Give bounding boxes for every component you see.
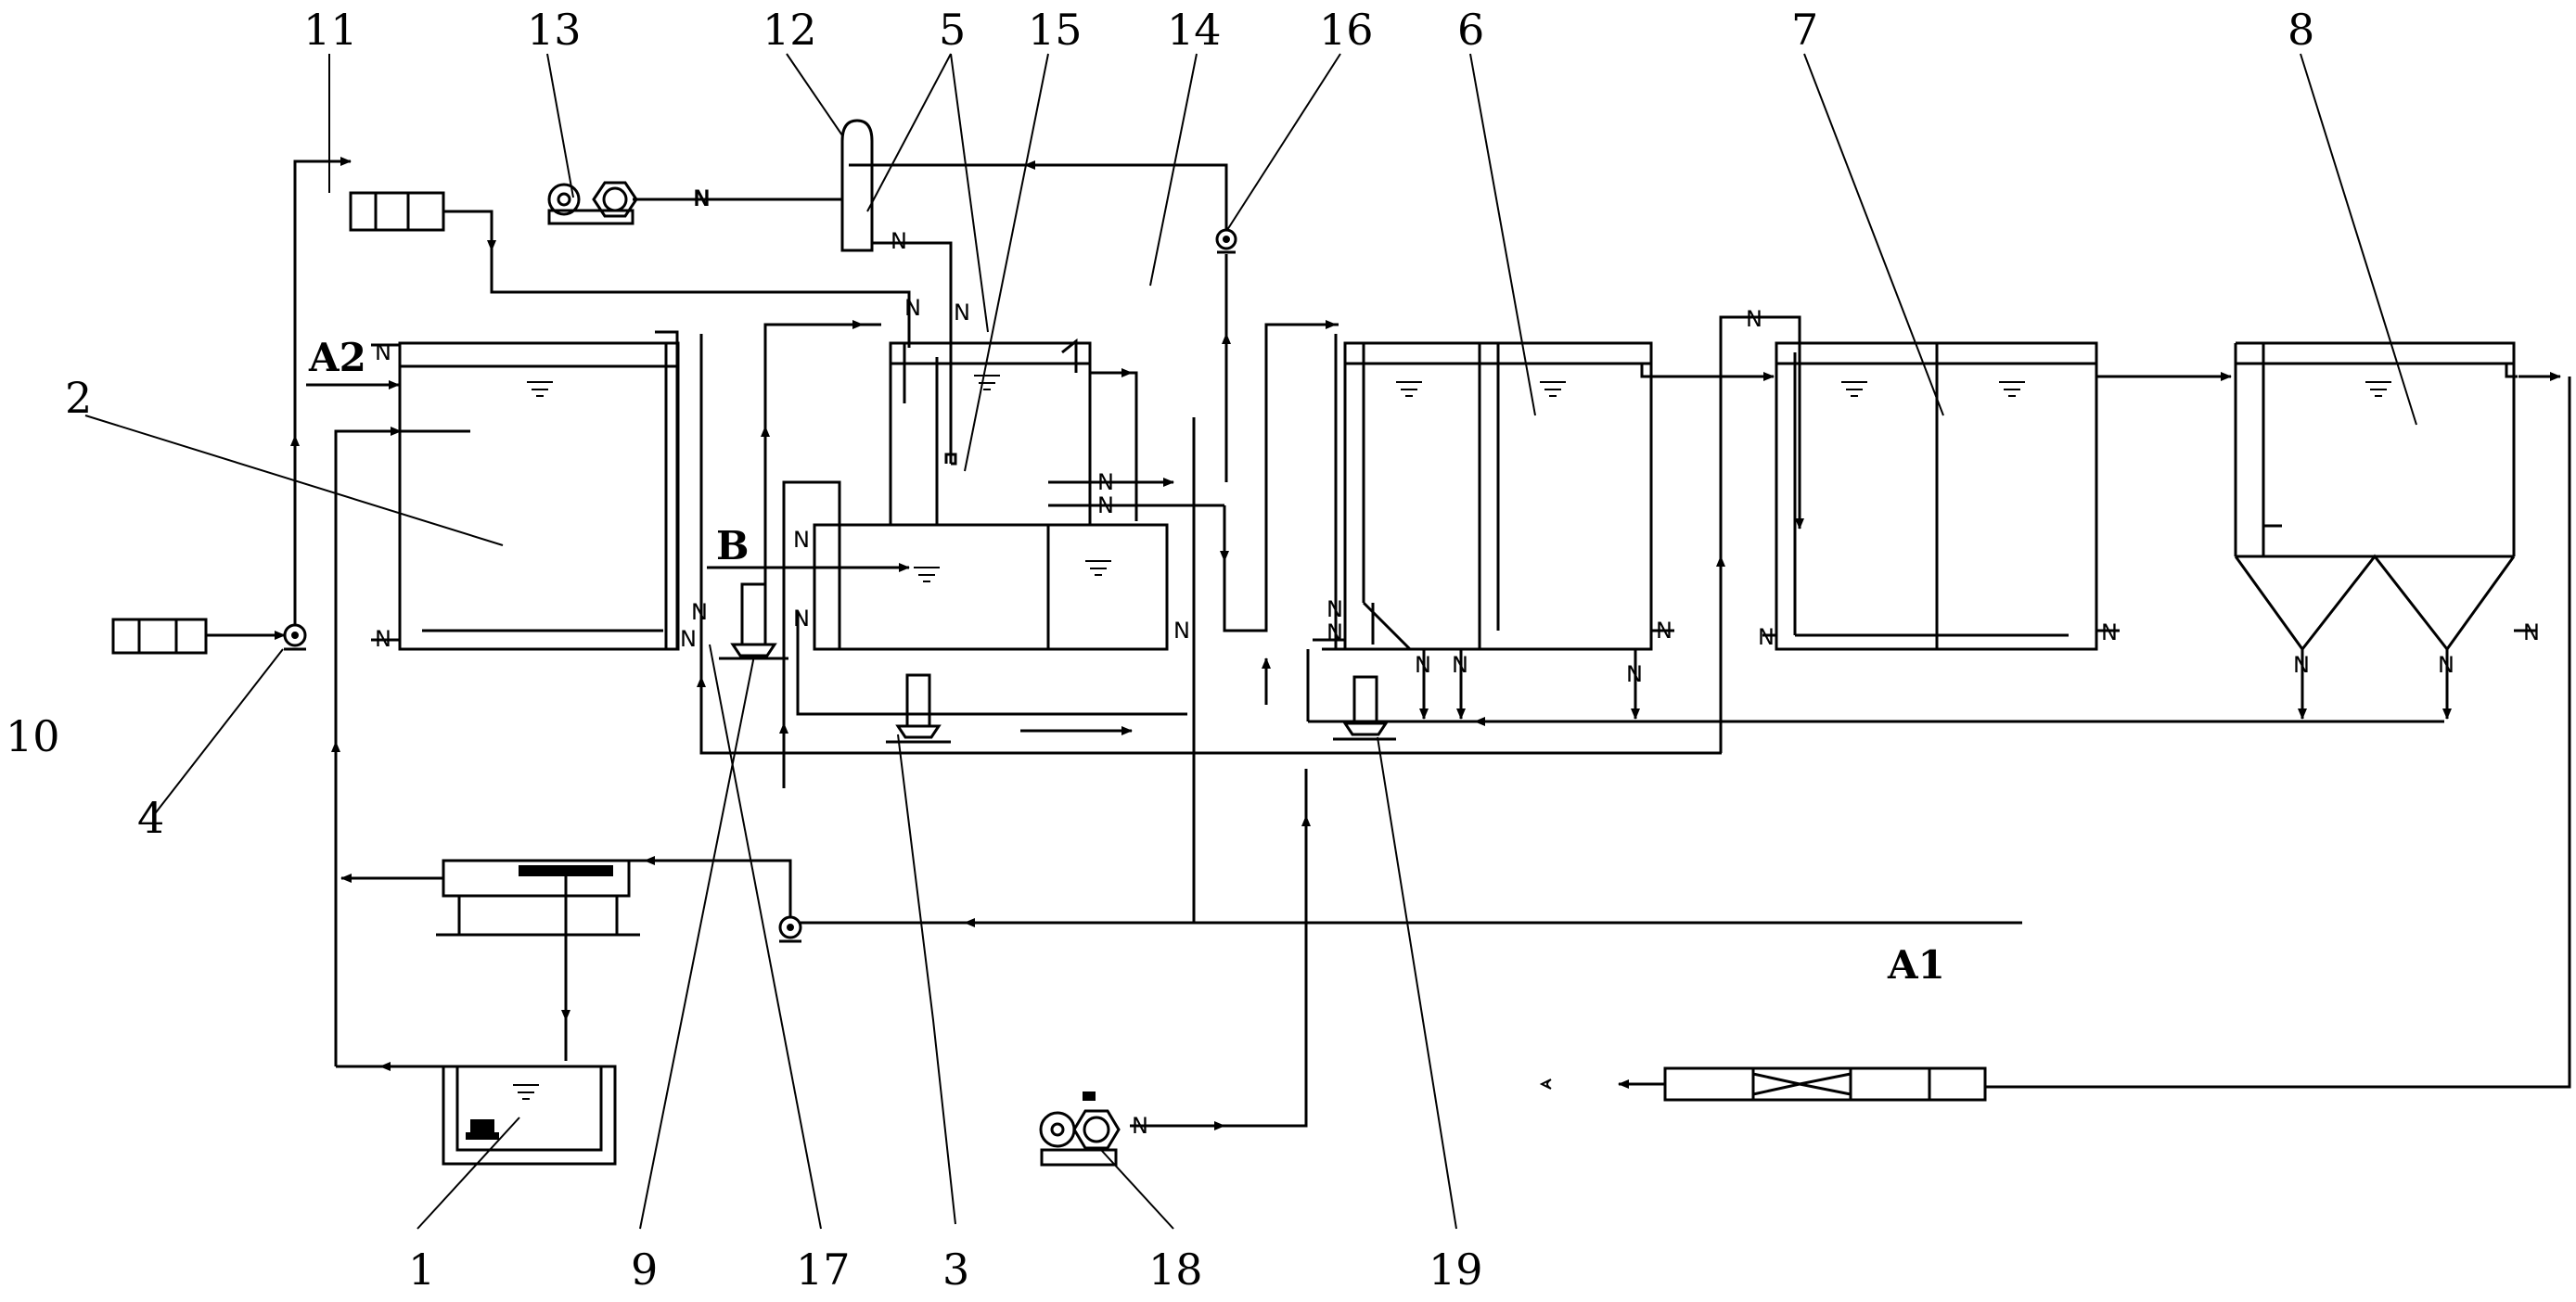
valve: N — [904, 295, 921, 321]
valve: N — [2438, 652, 2454, 678]
valve: N — [1173, 618, 1190, 644]
outlet-meter — [1663, 1066, 1987, 1102]
valve: N — [1758, 624, 1775, 650]
valve: N — [891, 228, 907, 254]
valve: N — [1626, 661, 1643, 687]
valve: N — [691, 599, 708, 625]
valve: N — [2523, 619, 2540, 645]
callout-numbers: 11 13 12 5 15 14 16 6 7 8 2 10 4 1 9 17 … — [6, 5, 2314, 1295]
callout-8: 8 — [2288, 5, 2314, 55]
valve: N — [1326, 596, 1343, 622]
callout-13: 13 — [527, 5, 582, 55]
callout-1: 1 — [408, 1245, 435, 1295]
valve: N — [1097, 492, 1114, 518]
stream-labels: A2 B A1 — [308, 335, 1945, 1090]
dosing-tank-11 — [349, 191, 445, 232]
valve: N — [1452, 652, 1468, 678]
valve: N — [1132, 1113, 1148, 1139]
valve: N — [1746, 306, 1762, 332]
tank-7 — [1775, 341, 2098, 651]
vessel-12 — [840, 119, 874, 252]
tank-6 — [1334, 334, 1653, 651]
callout-18: 18 — [1148, 1245, 1203, 1295]
callout-10: 10 — [6, 711, 60, 761]
leader-lines — [84, 53, 2417, 1230]
callout-2: 2 — [65, 373, 92, 423]
pump-a1 — [778, 915, 802, 943]
filter-press — [436, 859, 640, 937]
valve: N — [954, 300, 970, 326]
callout-11: 11 — [303, 5, 358, 55]
valve: N — [1097, 469, 1114, 495]
pipes — [206, 157, 2571, 1130]
blower-13 — [547, 181, 638, 225]
callout-19: 19 — [1429, 1245, 1483, 1295]
stream-b-label: B — [716, 523, 750, 568]
callout-5: 5 — [939, 5, 966, 55]
dosing-tank-10 — [111, 618, 208, 655]
pump-17 — [886, 673, 951, 744]
callout-15: 15 — [1028, 5, 1083, 55]
pump-9 — [719, 582, 788, 660]
callout-3: 3 — [942, 1245, 969, 1295]
valve: N — [2293, 652, 2310, 678]
valve: N — [680, 626, 697, 652]
tank-1 — [442, 1065, 617, 1166]
valve: N — [694, 185, 711, 211]
stream-a2-label: A2 — [308, 335, 366, 380]
stream-a1-label: A1 — [1887, 942, 1945, 988]
valve: N — [375, 339, 391, 365]
tank-14 — [889, 338, 1092, 527]
callout-12: 12 — [763, 5, 817, 55]
callout-17: 17 — [796, 1245, 851, 1295]
blower-18 — [1039, 1091, 1121, 1167]
valve-symbols: N N N N N N N N N N N N N N N N N N N N … — [375, 185, 2540, 1139]
callout-7: 7 — [1791, 5, 1818, 55]
valve: N — [793, 527, 810, 553]
valve: N — [2101, 619, 2118, 645]
callout-16: 16 — [1319, 5, 1374, 55]
pump-19 — [1333, 675, 1396, 741]
tank-3 — [782, 480, 1169, 651]
callout-9: 9 — [631, 1245, 658, 1295]
valve: N — [1656, 618, 1672, 644]
callout-4: 4 — [137, 793, 164, 843]
valve: N — [693, 185, 710, 211]
pump-4 — [283, 623, 307, 651]
callout-14: 14 — [1167, 5, 1222, 55]
valve: N — [1415, 652, 1431, 678]
callout-6: 6 — [1457, 5, 1484, 55]
valve: N — [793, 606, 810, 632]
tank-8 — [2234, 341, 2518, 682]
tank-2 — [398, 330, 680, 651]
valve: N — [1326, 619, 1343, 645]
pump-16 — [1215, 228, 1237, 254]
valve: N — [375, 626, 391, 652]
